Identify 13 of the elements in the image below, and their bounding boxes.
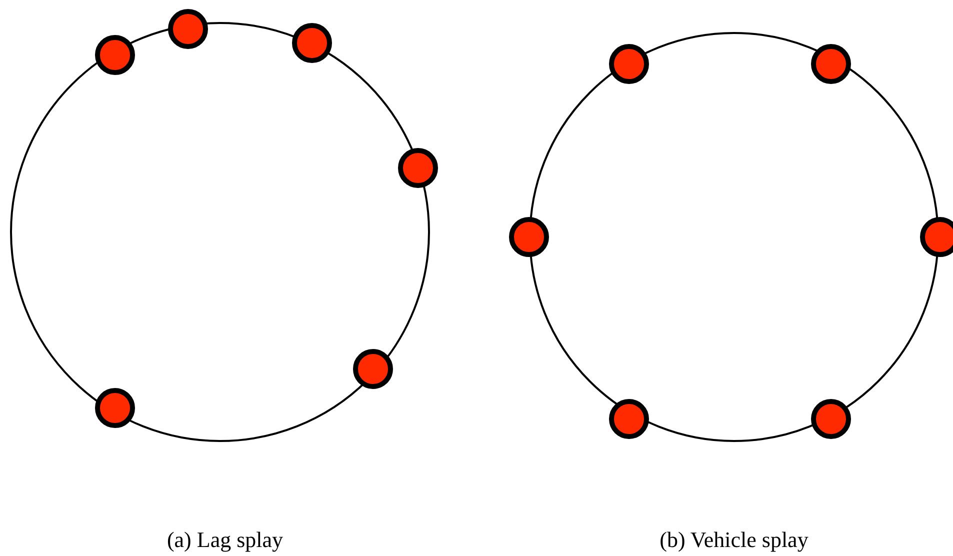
marker-dot — [168, 9, 208, 49]
caption: (a) Lag splay — [166, 529, 284, 551]
marker-dot — [292, 23, 332, 63]
caption: (b) Vehicle splay — [660, 529, 808, 551]
marker-dot — [398, 148, 438, 188]
marker-dot — [95, 35, 135, 75]
marker-dot — [353, 349, 393, 389]
marker-dot — [95, 388, 135, 428]
marker-dot — [609, 399, 649, 439]
marker-dot — [509, 217, 549, 257]
marker-dot — [811, 399, 851, 439]
marker-dot — [811, 44, 851, 84]
marker-dot — [609, 44, 649, 84]
